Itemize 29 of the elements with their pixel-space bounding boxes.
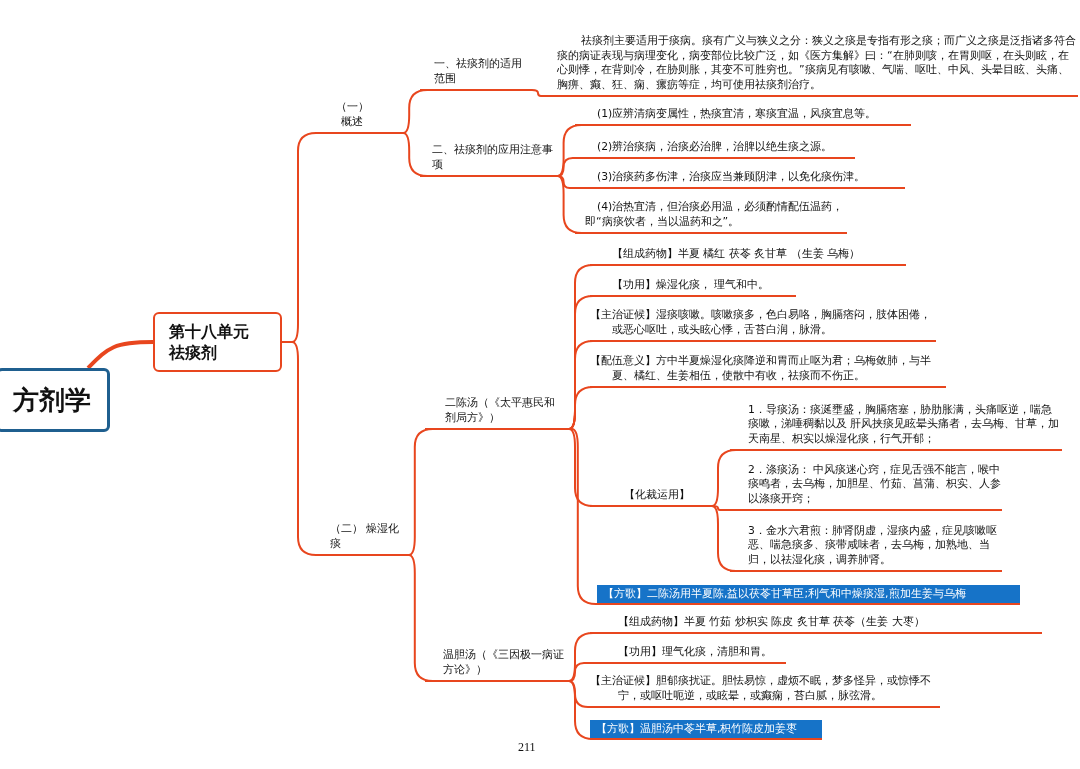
text-block: 【组成药物】半夏 竹茹 炒枳实 陈皮 炙甘草 茯苓（生姜 大枣） [590,610,1042,634]
topic-label: （一）概述 [322,98,402,134]
root-box: 方剂学 [0,368,110,432]
connector-line [281,341,323,556]
text-block: 2．涤痰汤： 中风痰迷心窍，症见舌强不能言，喉中痰鸣者，去乌梅，加胆星、竹茹、菖蒲、枳实、人参以涤痰开窍； [730,457,1002,511]
topic-label: 【化裁运用】 [590,484,710,507]
unit-box: 第十八单元祛痰剂 [153,312,282,372]
page-number: 211 [518,740,536,755]
text-block: 【主治证候】胆郁痰扰证。胆怯易惊，虚烦不眠，梦多怪异，或惊悸不宁，或呕吐呃逆，或眩晕，或癫痫，苔白腻，脉弦滑。 [590,670,940,708]
text-block: 【配伍意义】方中半夏燥湿化痰降逆和胃而止呕为君；乌梅敛肺，与半夏、橘红、生姜相伍，使散中有收，祛痰而不伤正。 [590,348,946,388]
text-block: 【功用】燥湿化痰， 理气和中。 [590,273,796,297]
text-block: (2)辨治痰病，治痰必治脾，治脾以绝生痰之源。 [575,136,855,159]
text-block: 3．金水六君煎：肺肾阴虚，湿痰内盛，症见咳嗽呕恶、喘急痰多、痰带咸味者，去乌梅，加熟地、当归，以祛湿化痰，调养肺肾。 [730,517,1002,572]
text-block: (3)治痰药多伤津，治痰应当兼顾阴津，以免化痰伤津。 [575,166,905,189]
connector-line [86,340,154,370]
text-block: (1)应辨清病变属性，热痰宜清，寒痰宜温，风痰宜息等。 [575,104,911,126]
topic-label: （二） 燥湿化痰 [322,516,408,556]
topic-label: 二陈汤（《太平惠民和剂局方》） [425,395,565,430]
text-block: 【组成药物】半夏 橘红 茯苓 炙甘草 （生姜 乌梅） [590,242,906,266]
text-block: 【功用】理气化痰，清胆和胃。 [590,641,786,664]
topic-label: 二、祛痰剂的应用注意事项 [420,143,556,177]
text-block: 1．导痰汤：痰涎壅盛，胸膈痞塞，胁肋胀满，头痛呕逆，喘急痰嗽，涕唾稠黏以及 肝风挟痰见眩晕头痛者，去乌梅、甘草，加天南星、枳实以燥湿化痰，行气开郁； [730,398,1062,451]
topic-label: 一、祛痰剂的适用范围 [420,60,532,91]
text-block: 祛痰剂主要适用于痰病。痰有广义与狭义之分：狭义之痰是专指有形之痰；而广义之痰是泛指诸多符合痰的病证表现与病理变化，病变部位比较广泛，如《医方集解》曰：“在肺则咳，在胃则呕，在头则眩，在心则悸，在背则冷，在胁则胀，其变不可胜穷也。”痰病见有咳嗽、气喘、呕吐、中风、头晕目眩、头痛、胸痹、癫、狂、痫、瘰疬等症，均可使用祛痰剂治疗。 [545,26,1078,97]
connector-line [531,89,546,97]
topic-label: 温胆汤（《三因极一病证方论》） [425,646,565,682]
connector-line [564,428,598,605]
text-block: 【主治证候】湿痰咳嗽。咳嗽痰多，色白易咯，胸膈痞闷，肢体困倦，或恶心呕吐，或头眩心悸，舌苔白润，脉滑。 [590,303,936,342]
text-block: (4)治热宜清，但治痰必用温，必须酌情配伍温药，即“病痰饮者，当以温药和之”。 [575,196,847,234]
